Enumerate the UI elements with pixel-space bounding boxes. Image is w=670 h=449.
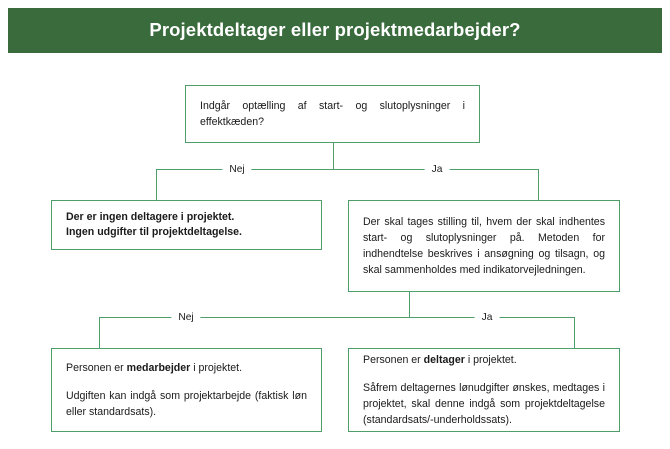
- branch2-no-label: Nej: [171, 312, 201, 324]
- node-deltager-p1-post: i projektet.: [464, 353, 517, 366]
- connector-branch2-yes-drop: [574, 317, 576, 348]
- node-no-participants-line1: Der er ingen deltagere i projektet.: [66, 210, 235, 223]
- page-title: Projektdeltager eller projektmedarbejder…: [149, 19, 521, 41]
- connector-branch1-horizontal: [156, 169, 539, 171]
- node-deltager-p2: Såfrem deltagernes lønudgifter ønskes, m…: [363, 381, 605, 427]
- node-deltager: Personen er deltager i projektet. Såfrem…: [348, 348, 620, 432]
- node-no-participants: Der er ingen deltagere i projektet. Inge…: [51, 200, 322, 250]
- node-deltager-p1-pre: Personen er: [363, 353, 424, 366]
- node-assess-participants-text: Der skal tages stilling til, hvem der sk…: [363, 215, 605, 277]
- node-medarbejder-p1-post: i projektet.: [190, 361, 243, 374]
- node-question-text: Indgår optælling af start- og slutoplysn…: [200, 99, 465, 128]
- node-medarbejder-text: Personen er medarbejder i projektet. Udg…: [52, 360, 321, 420]
- node-deltager-p1-bold: deltager: [423, 353, 465, 366]
- header-bar: Projektdeltager eller projektmedarbejder…: [8, 8, 662, 53]
- node-medarbejder-p2: Udgiften kan indgå som projektarbejde (f…: [66, 389, 307, 419]
- node-deltager-text: Personen er deltager i projektet. Såfrem…: [349, 352, 619, 428]
- node-assess-participants: Der skal tages stilling til, hvem der sk…: [348, 200, 620, 292]
- connector-branch1-no-drop: [156, 169, 158, 200]
- branch1-yes-label: Ja: [424, 164, 450, 176]
- node-no-participants-line2: Ingen udgifter til projektdeltagelse.: [66, 226, 242, 238]
- node-medarbejder-p1-bold: medarbejder: [126, 361, 191, 374]
- connector-branch2-no-drop: [99, 317, 101, 348]
- connector-branch2-horizontal: [99, 317, 575, 319]
- branch1-no-label: Nej: [222, 164, 252, 176]
- branch2-yes-label: Ja: [474, 312, 500, 324]
- node-medarbejder: Personen er medarbejder i projektet. Udg…: [51, 348, 322, 432]
- node-question: Indgår optælling af start- og slutoplysn…: [185, 85, 480, 143]
- connector-branch1-yes-drop: [538, 169, 540, 200]
- node-no-participants-text: Der er ingen deltagere i projektet. Inge…: [52, 210, 321, 241]
- node-medarbejder-p1-pre: Personen er: [66, 361, 127, 374]
- connector-assess-stem: [408, 292, 410, 318]
- connector-question-stem: [332, 143, 334, 170]
